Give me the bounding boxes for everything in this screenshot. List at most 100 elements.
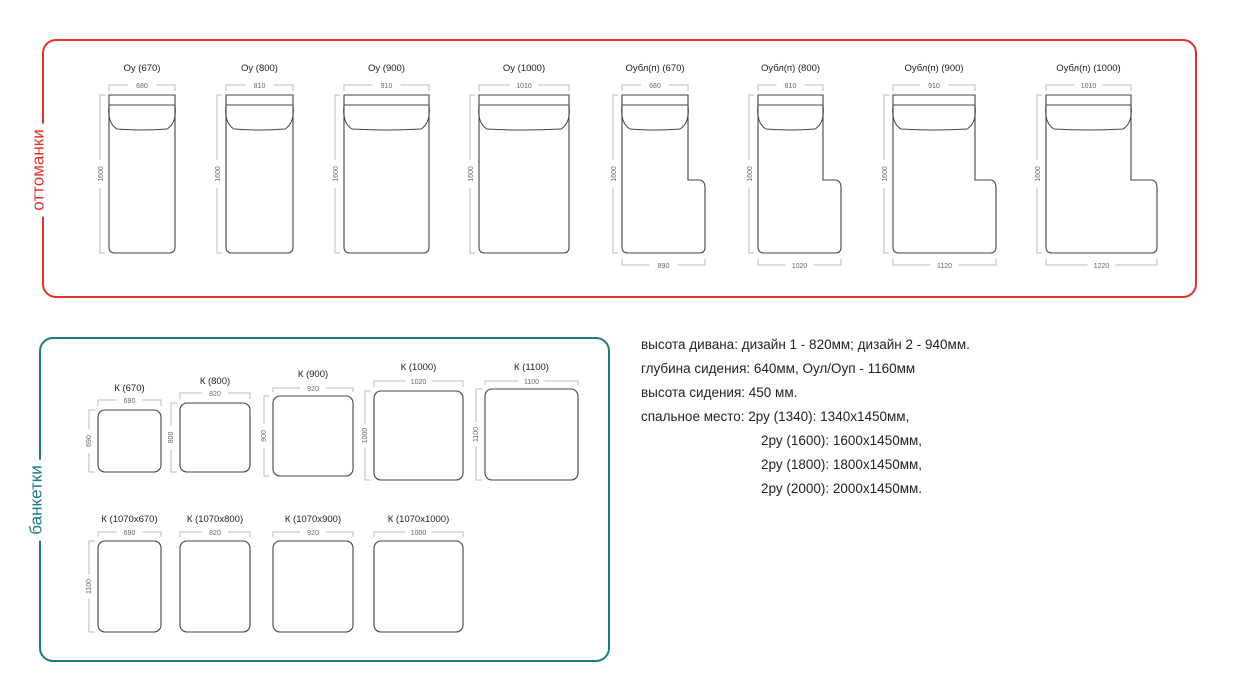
height-dimension-line — [88, 540, 95, 633]
banquette-outline — [97, 540, 162, 633]
banquette-outline — [179, 540, 251, 633]
bottom-width-dimension: 1220 — [1094, 263, 1110, 270]
banquette-title: К (1070x670) — [101, 514, 157, 525]
banquette-title: К (1000) — [401, 362, 437, 373]
height-dimension-line — [883, 94, 889, 254]
height-dimension: 1600 — [882, 166, 889, 182]
height-dimension-line — [469, 94, 475, 254]
ottoman-title: Oубл(п) (900) — [904, 63, 963, 74]
height-dimension-line — [1036, 94, 1042, 254]
width-dimension: 680 — [649, 83, 661, 90]
ottoman-title: Оу (800) — [241, 63, 278, 74]
cushion-outline — [892, 104, 976, 131]
height-dimension-line — [88, 409, 95, 473]
height-dimension: 1100 — [86, 579, 93, 594]
banquette-title: К (900) — [298, 369, 328, 380]
banquette-title: К (1070x1000) — [388, 514, 450, 525]
height-dimension: 1600 — [468, 166, 475, 182]
width-dimension: 920 — [307, 386, 319, 393]
height-dimension: 1600 — [1035, 166, 1042, 182]
height-dimension: 1000 — [362, 428, 369, 444]
width-dimension-line — [97, 399, 162, 406]
width-dimension: 1100 — [524, 379, 539, 386]
banquette-title: К (670) — [114, 383, 144, 394]
bottom-width-dimension: 1020 — [792, 263, 808, 270]
height-dimension: 1600 — [215, 166, 222, 182]
width-dimension-line — [1045, 84, 1132, 91]
height-dimension-line — [475, 388, 482, 481]
width-dimension-line — [108, 84, 176, 91]
banquette-outline — [373, 390, 464, 481]
ottoman-title: Oубл(п) (670) — [625, 63, 684, 74]
width-dimension-line — [179, 392, 251, 399]
height-dimension: 1600 — [747, 166, 754, 182]
width-dimension: 910 — [381, 83, 393, 90]
width-dimension: 810 — [785, 83, 797, 90]
width-dimension: 1020 — [411, 379, 427, 386]
cushion-outline — [343, 104, 430, 131]
ottoman-title: Оу (1000) — [503, 63, 545, 74]
bottom-dimension-line — [1045, 259, 1158, 266]
banquette-title: К (800) — [200, 376, 230, 387]
spec-line: 2ру (1800): 1800x1450мм, — [761, 457, 923, 472]
spec-line: глубина сидения: 640мм, Оул/Оуп - 1160мм — [641, 361, 916, 376]
spec-line: высота дивана: дизайн 1 - 820мм; дизайн … — [641, 337, 970, 352]
banquette-title: К (1070x900) — [285, 514, 341, 525]
cushion-outline — [1045, 104, 1132, 131]
width-dimension: 1010 — [516, 83, 532, 90]
height-dimension: 1600 — [333, 166, 340, 182]
ottoman-title: Oубл(п) (800) — [761, 63, 820, 74]
spec-line: спальное место: 2ру (1340): 1340x1450мм, — [641, 409, 910, 424]
spec-line: 2ру (1600): 1600x1450мм, — [761, 433, 923, 448]
height-dimension: 900 — [261, 430, 268, 442]
height-dimension: 1100 — [473, 427, 480, 442]
width-dimension-line — [97, 531, 162, 537]
banquette-outline — [272, 395, 354, 477]
ottoman-outline — [892, 94, 997, 254]
banquettes-section-label: банкетки — [26, 459, 47, 541]
width-dimension: 820 — [209, 391, 221, 398]
banquette-title: К (1070x800) — [187, 514, 243, 525]
width-dimension-line — [373, 380, 464, 387]
spec-line: 2ру (2000): 2000x1450мм. — [761, 481, 923, 496]
width-dimension-line — [272, 387, 354, 392]
cushion-outline — [757, 104, 824, 131]
banquette-outline — [179, 402, 251, 473]
ottoman-outline — [478, 94, 570, 254]
width-dimension-line — [179, 531, 251, 537]
banquette-outline — [97, 409, 162, 473]
ottoman-outline — [108, 94, 176, 254]
cushion-outline — [108, 104, 176, 131]
height-dimension-line — [364, 390, 371, 481]
width-dimension-line — [621, 84, 689, 91]
width-dimension-line — [343, 84, 430, 91]
height-dimension-line — [263, 395, 270, 477]
width-dimension: 810 — [254, 83, 266, 90]
height-dimension: 1600 — [611, 166, 618, 182]
bottom-dimension-line — [892, 259, 997, 266]
ottoman-title: Oубл(п) (1000) — [1056, 63, 1120, 74]
width-dimension-line — [892, 84, 976, 91]
ottoman-title: Оу (900) — [368, 63, 405, 74]
height-dimension: 1600 — [98, 166, 105, 182]
banquette-outline — [484, 388, 579, 481]
cushion-outline — [478, 104, 570, 131]
height-dimension-line — [216, 94, 222, 254]
bottom-dimension-line — [621, 259, 706, 266]
width-dimension: 920 — [307, 530, 319, 537]
ottoman-outline — [757, 94, 842, 254]
ottomans-section-label: оттоманки — [28, 123, 49, 217]
width-dimension: 680 — [136, 83, 148, 90]
ottoman-outline — [343, 94, 430, 254]
width-dimension-line — [757, 84, 824, 91]
banquette-title: К (1100) — [514, 362, 549, 373]
height-dimension-line — [612, 94, 618, 254]
height-dimension-line — [99, 94, 105, 254]
width-dimension: 1010 — [1081, 83, 1097, 90]
ottoman-outline — [1045, 94, 1158, 254]
width-dimension-line — [484, 380, 579, 385]
banquette-outline — [272, 540, 354, 633]
width-dimension: 1000 — [411, 530, 427, 537]
ottoman-outline — [621, 94, 706, 254]
